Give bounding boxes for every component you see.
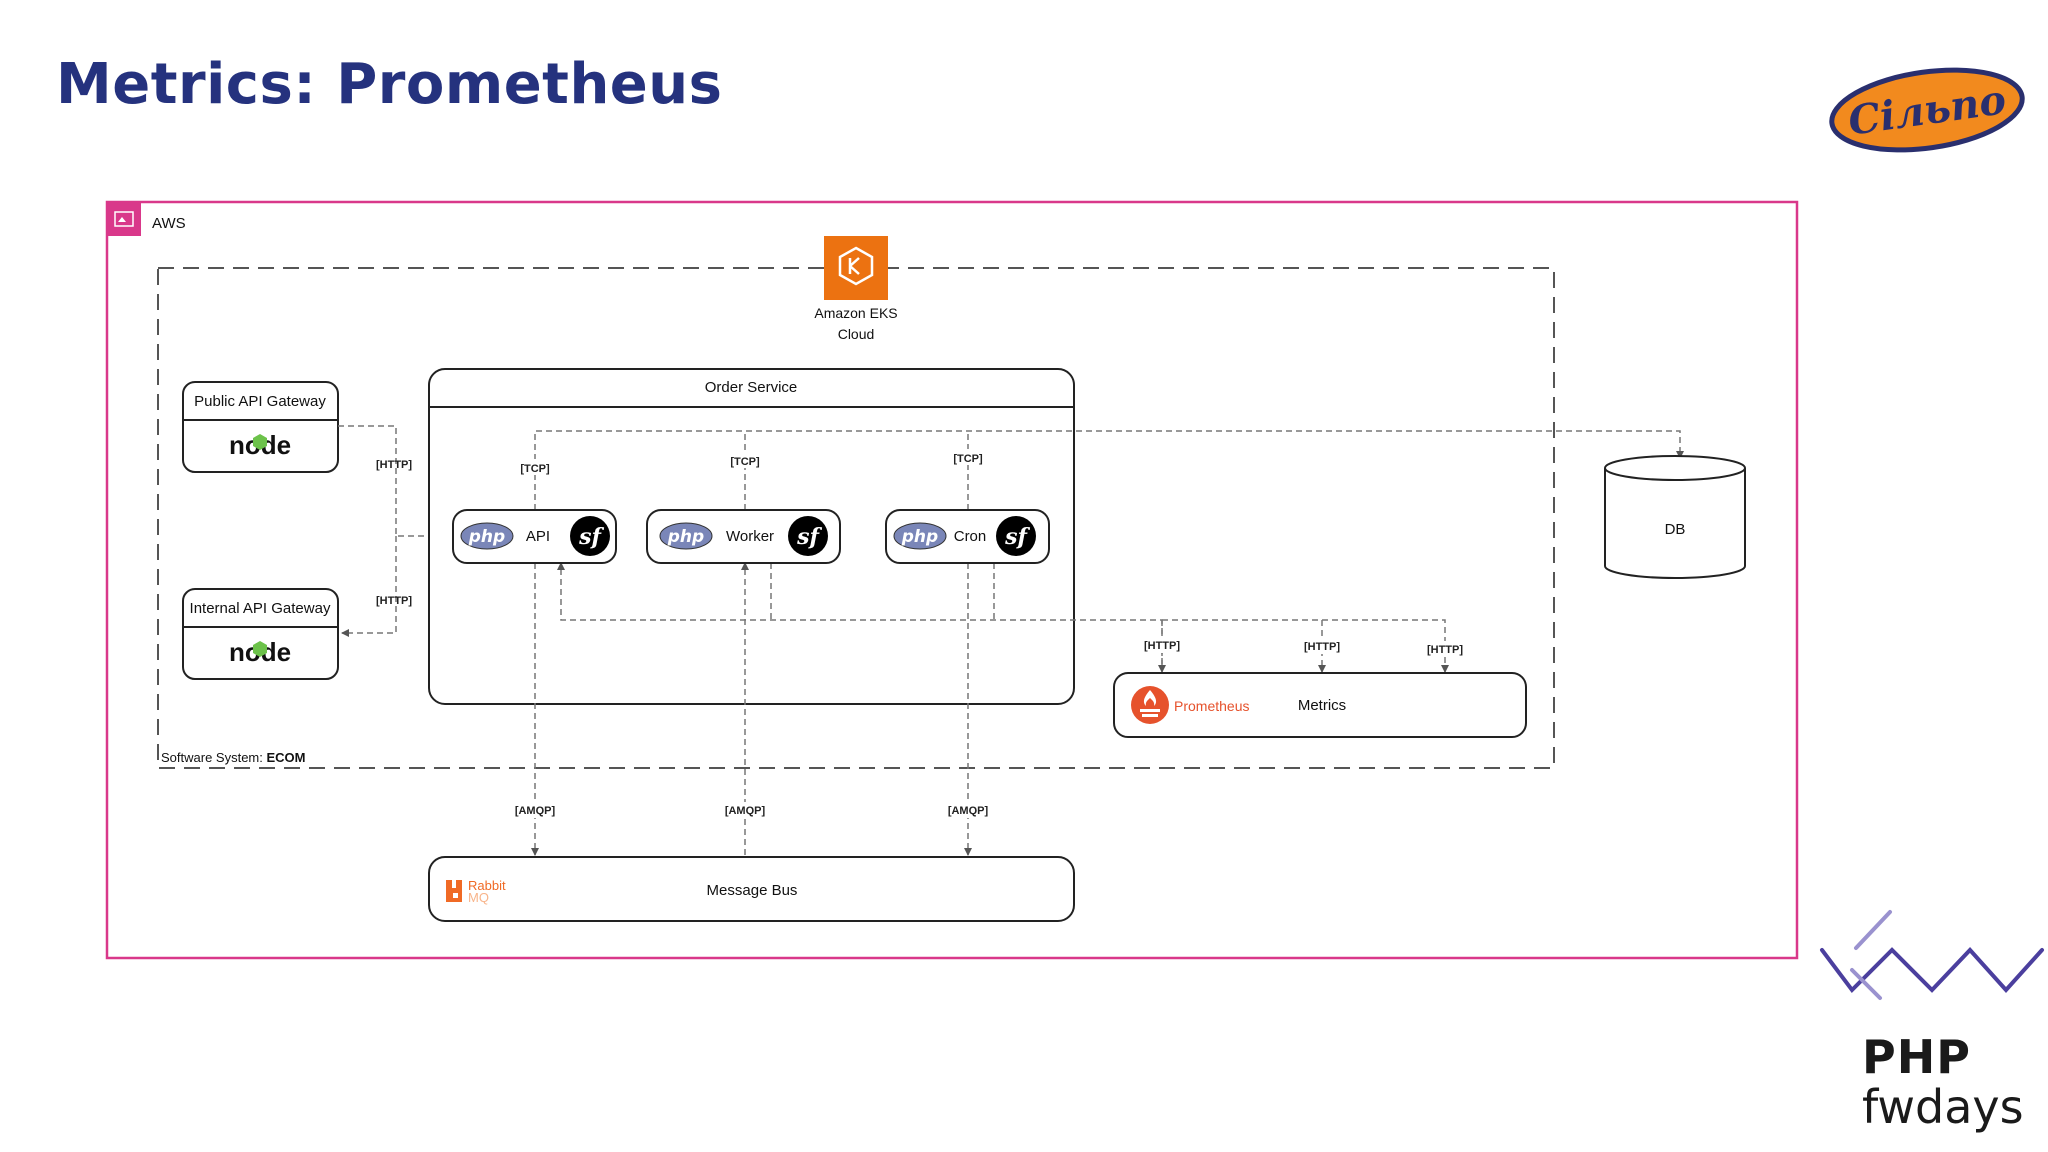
symfony-icon: sf bbox=[570, 516, 610, 556]
public-gateway-connector bbox=[338, 425, 453, 540]
db-label: DB bbox=[1665, 521, 1686, 538]
component-cron: php Cron sf bbox=[885, 509, 1050, 564]
svg-text:php: php bbox=[901, 527, 938, 547]
api-db-connector bbox=[534, 430, 1684, 510]
message-bus-node: Rabbit MQ Message Bus bbox=[428, 856, 1075, 922]
http-label-internal: [HTTP] bbox=[376, 595, 412, 607]
component-cron-label: Cron bbox=[954, 528, 987, 545]
php-logo-icon: php bbox=[659, 522, 713, 550]
nodejs-logo-icon: node bbox=[229, 637, 291, 667]
php-logo-icon: php bbox=[893, 522, 947, 550]
eks-icon bbox=[824, 236, 888, 300]
message-bus-label: Message Bus bbox=[707, 882, 798, 899]
svg-text:php: php bbox=[468, 527, 505, 547]
metrics-label: Metrics bbox=[1298, 697, 1346, 714]
eks-label-line2: Cloud bbox=[838, 326, 875, 342]
order-service-label: Order Service bbox=[705, 379, 798, 396]
page-title: Metrics: Prometheus bbox=[56, 52, 723, 117]
svg-text:php: php bbox=[667, 527, 704, 547]
amqp-label-cron: [AMQP] bbox=[948, 805, 989, 817]
amqp-label-api: [AMQP] bbox=[515, 805, 556, 817]
internal-api-gateway: Internal API Gateway node bbox=[182, 588, 339, 680]
http-label-public: [HTTP] bbox=[376, 459, 412, 471]
tcp-label-worker: [TCP] bbox=[730, 456, 760, 468]
silpo-logo: Сільпо bbox=[1829, 67, 2025, 153]
public-api-gateway: Public API Gateway node bbox=[182, 381, 339, 473]
fwdays-php-text: PHP bbox=[1862, 1030, 1971, 1084]
system-boundary-label: Software System: ECOM bbox=[161, 750, 305, 765]
eks-label-line1: Amazon EKS bbox=[814, 305, 897, 321]
fwdays-logo-mark bbox=[1820, 910, 2044, 1000]
metrics-http-connector bbox=[1162, 619, 1449, 673]
symfony-icon: sf bbox=[996, 516, 1036, 556]
component-api: php API sf bbox=[452, 509, 617, 564]
prometheus-icon bbox=[1131, 686, 1169, 724]
http-label-metrics-1: [HTTP] bbox=[1144, 640, 1180, 652]
http-label-metrics-2: [HTTP] bbox=[1304, 641, 1340, 653]
fwdays-name-text: fwdays bbox=[1862, 1080, 2024, 1134]
rabbitmq-icon: Rabbit MQ bbox=[446, 878, 506, 905]
tcp-label-api: [TCP] bbox=[520, 463, 550, 475]
metrics-node: Prometheus Metrics bbox=[1113, 672, 1527, 738]
prometheus-brand: Prometheus bbox=[1174, 698, 1249, 714]
svg-text:MQ: MQ bbox=[468, 890, 489, 905]
component-worker: php Worker sf bbox=[646, 509, 841, 564]
db-cylinder: DB bbox=[1604, 455, 1746, 579]
tcp-label-cron: [TCP] bbox=[953, 453, 983, 465]
aws-label: AWS bbox=[152, 215, 186, 232]
aws-boundary bbox=[105, 200, 1799, 960]
svg-text:Rabbit: Rabbit bbox=[468, 878, 506, 893]
nodejs-logo-icon: node bbox=[229, 430, 291, 460]
component-worker-label: Worker bbox=[726, 528, 774, 545]
php-logo-icon: php bbox=[460, 522, 514, 550]
symfony-icon: sf bbox=[788, 516, 828, 556]
public-gateway-label: Public API Gateway bbox=[194, 393, 326, 410]
internal-gateway-connector bbox=[341, 536, 397, 637]
svg-text:sf: sf bbox=[1004, 524, 1030, 550]
http-label-metrics-3: [HTTP] bbox=[1427, 644, 1463, 656]
svg-text:sf: sf bbox=[796, 524, 822, 550]
internal-gateway-label: Internal API Gateway bbox=[190, 600, 331, 617]
aws-cloud-group-icon bbox=[107, 202, 141, 236]
amqp-label-worker: [AMQP] bbox=[725, 805, 766, 817]
svg-text:sf: sf bbox=[578, 524, 604, 550]
component-api-label: API bbox=[526, 528, 550, 545]
